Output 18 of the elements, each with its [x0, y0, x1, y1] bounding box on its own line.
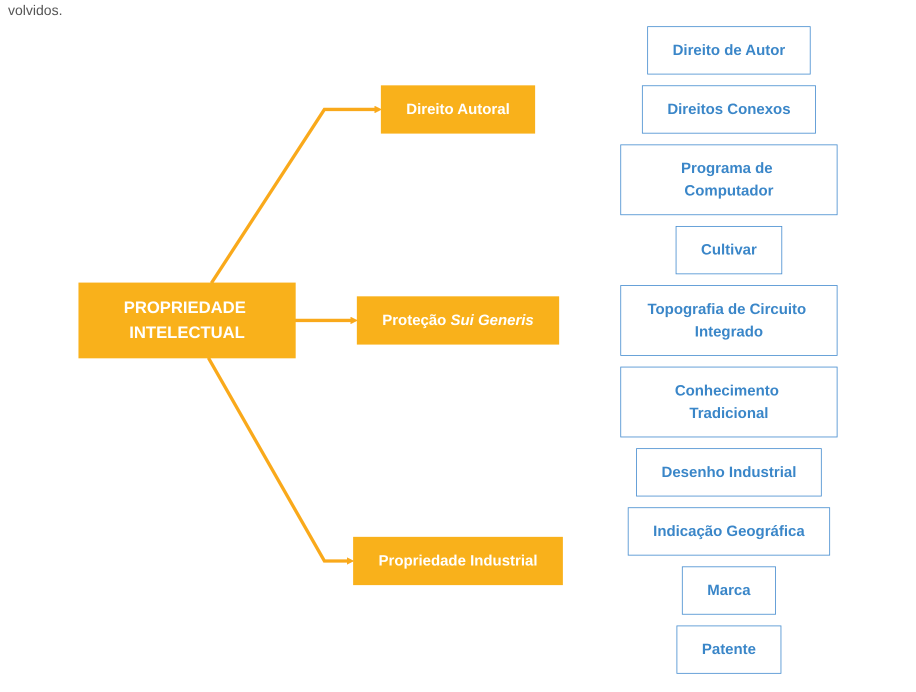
arrow [207, 357, 354, 565]
node-box: Conhecimento Tradicional [620, 366, 838, 438]
node-box: Patente [676, 625, 782, 674]
node-box: Propriedade Industrial [353, 536, 563, 586]
node-box: Desenho Industrial [636, 448, 822, 496]
arrow [210, 106, 382, 284]
node-box: Direitos Conexos [642, 85, 816, 134]
node-box: PROPRIEDADE INTELECTUAL [78, 282, 296, 358]
node-box: Direito de Autor [647, 26, 811, 75]
node-box: Indicação Geográfica [628, 507, 830, 556]
node-box: Proteção Sui Generis [356, 296, 560, 345]
arrow [295, 316, 358, 324]
node-box: Direito Autoral [380, 85, 536, 134]
node-box: Programa de Computador [620, 144, 838, 216]
text-fragment: volvidos. [8, 2, 62, 18]
node-box: Topografia de Circuito Integrado [620, 285, 838, 356]
node-box: Cultivar [676, 226, 782, 274]
node-box: Marca [682, 566, 776, 615]
